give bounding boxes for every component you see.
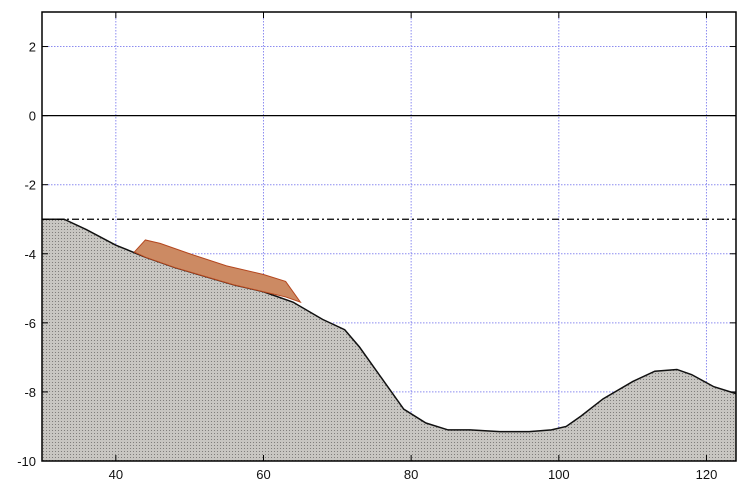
tick-marks	[42, 12, 736, 462]
x-tick-label: 60	[256, 467, 270, 482]
y-tick-label: -6	[24, 316, 36, 331]
y-tick-label: -10	[17, 454, 36, 469]
y-tick-label: -2	[24, 178, 36, 193]
y-tick-label: -8	[24, 385, 36, 400]
y-tick-label: -4	[24, 247, 36, 262]
data-layer	[42, 218, 737, 461]
y-tick-label: 2	[29, 40, 36, 55]
y-tick-label: 0	[29, 109, 36, 124]
x-tick-label: 100	[548, 467, 570, 482]
tick-labels: 40 60 80 100 120 2 0 -2 -4 -6 -8 -10	[17, 40, 717, 482]
x-tick-label: 120	[696, 467, 718, 482]
deposit-area	[133, 239, 302, 304]
x-tick-label: 80	[404, 467, 418, 482]
reference-lines	[42, 115, 736, 220]
plot-frame	[41, 11, 737, 462]
x-tick-label: 40	[109, 467, 123, 482]
